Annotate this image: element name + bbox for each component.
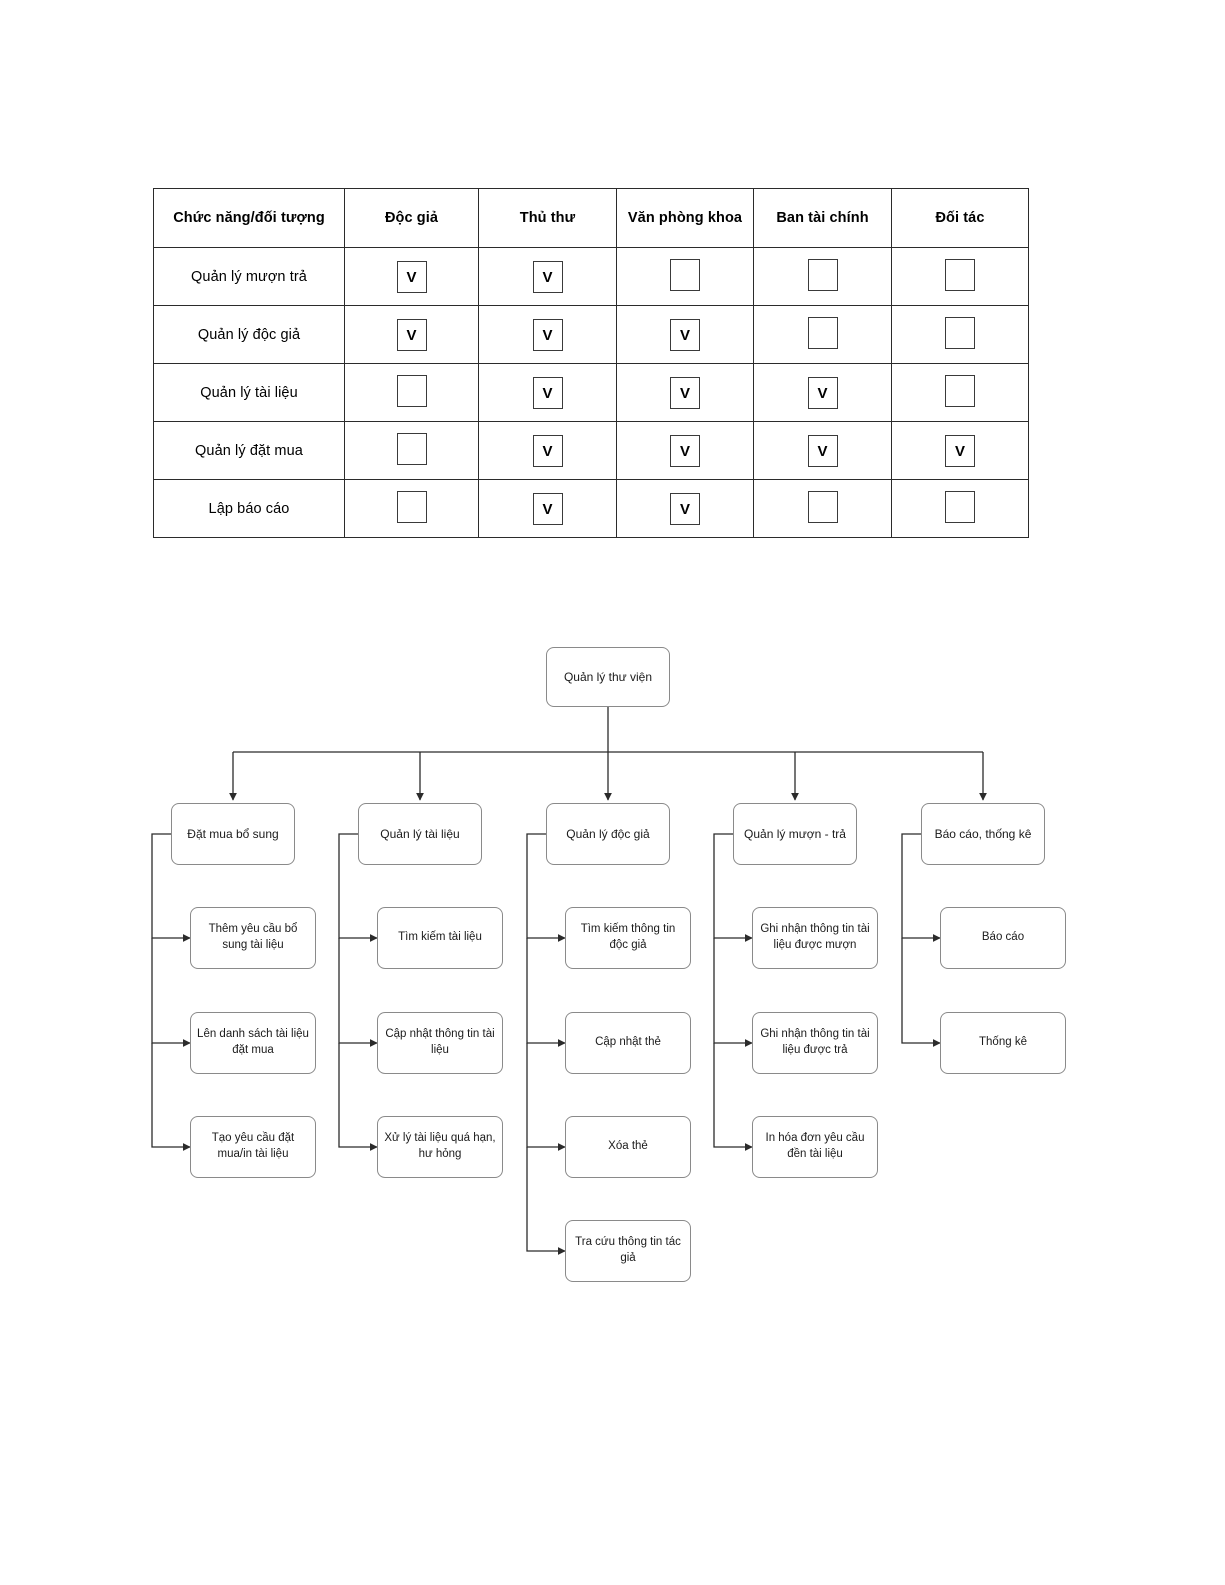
checkbox[interactable] xyxy=(396,374,427,407)
tree-node-leaf-cap-nhat-the[interactable]: Cập nhật thẻ xyxy=(565,1012,691,1074)
checkbox[interactable]: V xyxy=(532,260,563,293)
matrix-cell: V xyxy=(478,363,617,422)
matrix-cell xyxy=(891,363,1029,422)
checkbox[interactable] xyxy=(396,490,427,523)
matrix-cell: V xyxy=(753,421,892,480)
connector-branch4-child3 xyxy=(713,1043,753,1151)
checkbox[interactable]: V xyxy=(532,492,563,525)
connector-branch4-child2 xyxy=(713,938,753,1047)
checkbox[interactable]: V xyxy=(670,376,700,409)
table-row: Quản lý mượn trả V V xyxy=(153,247,1029,306)
matrix-cell: V xyxy=(616,421,754,480)
tree-node-leaf-ghi-nhan-tai-lieu-duoc-muon[interactable]: Ghi nhận thông tin tài liệu được mượn xyxy=(752,907,878,969)
column-header-van-phong-khoa: Văn phòng khoa xyxy=(616,188,754,248)
tree-node-leaf-in-hoa-don-yeu-cau-den[interactable]: In hóa đơn yêu cầu đền tài liệu xyxy=(752,1116,878,1178)
checkbox[interactable]: V xyxy=(396,318,427,351)
row-label: Quản lý độc giả xyxy=(153,305,345,364)
row-label: Lập báo cáo xyxy=(153,479,345,538)
tree-node-branch-quan-ly-doc-gia[interactable]: Quản lý độc giả xyxy=(546,803,670,865)
matrix-cell: V xyxy=(344,247,479,306)
connector-branch3-child3 xyxy=(526,1043,566,1151)
table-header-row: Chức năng/đối tượng Độc giả Thủ thư Văn … xyxy=(153,188,1029,248)
checkbox[interactable]: V xyxy=(670,492,700,525)
table-row: Quản lý đặt mua V V V V xyxy=(153,421,1029,480)
tree-node-leaf-bao-cao[interactable]: Báo cáo xyxy=(940,907,1066,969)
tree-node-branch-quan-ly-muon-tra[interactable]: Quản lý mượn - trả xyxy=(733,803,857,865)
connector-branch5-child2 xyxy=(901,938,941,1047)
function-actor-matrix-table: Chức năng/đối tượng Độc giả Thủ thư Văn … xyxy=(153,188,1029,538)
matrix-cell: V xyxy=(616,479,754,538)
checkbox[interactable] xyxy=(945,316,975,349)
connector-branch2-child3 xyxy=(338,1043,378,1151)
checkbox[interactable]: V xyxy=(532,318,563,351)
tree-node-leaf-cap-nhat-thong-tin-tai-lieu[interactable]: Cập nhật thông tin tài liệu xyxy=(377,1012,503,1074)
matrix-cell: V xyxy=(616,363,754,422)
tree-node-leaf-tim-kiem-tai-lieu[interactable]: Tìm kiếm tài liệu xyxy=(377,907,503,969)
checkbox[interactable]: V xyxy=(532,376,563,409)
table-row: Lập báo cáo V V xyxy=(153,479,1029,538)
column-header-function: Chức năng/đối tượng xyxy=(153,188,345,248)
checkbox[interactable] xyxy=(945,258,975,291)
connector-branch1-child2 xyxy=(151,938,191,1047)
table-row: Quản lý độc giả V V V xyxy=(153,305,1029,364)
matrix-cell: V xyxy=(478,479,617,538)
row-label: Quản lý đặt mua xyxy=(153,421,345,480)
row-label: Quản lý mượn trả xyxy=(153,247,345,306)
tree-node-branch-quan-ly-tai-lieu[interactable]: Quản lý tài liệu xyxy=(358,803,482,865)
tree-node-leaf-xoa-the[interactable]: Xóa thẻ xyxy=(565,1116,691,1178)
tree-node-leaf-ghi-nhan-tai-lieu-duoc-tra[interactable]: Ghi nhận thông tin tài liệu được trả xyxy=(752,1012,878,1074)
matrix-cell: V xyxy=(753,363,892,422)
matrix-cell: V xyxy=(616,305,754,364)
checkbox[interactable]: V xyxy=(396,260,427,293)
tree-node-leaf-thong-ke[interactable]: Thống kê xyxy=(940,1012,1066,1074)
matrix-cell xyxy=(616,247,754,306)
tree-node-leaf-len-danh-sach-dat-mua[interactable]: Lên danh sách tài liệu đặt mua xyxy=(190,1012,316,1074)
matrix-cell xyxy=(753,305,892,364)
matrix-cell xyxy=(891,479,1029,538)
checkbox[interactable]: V xyxy=(807,376,838,409)
connector-branch3-child4 xyxy=(526,1147,566,1255)
matrix-cell: V xyxy=(478,247,617,306)
checkbox[interactable] xyxy=(807,316,838,349)
table-row: Quản lý tài liệu V V V xyxy=(153,363,1029,422)
column-header-thu-thu: Thủ thư xyxy=(478,188,617,248)
tree-node-branch-dat-mua-bo-sung[interactable]: Đặt mua bổ sung xyxy=(171,803,295,865)
row-label: Quản lý tài liệu xyxy=(153,363,345,422)
tree-node-leaf-tao-yeu-cau-dat-mua[interactable]: Tạo yêu cầu đặt mua/in tài liệu xyxy=(190,1116,316,1178)
checkbox[interactable]: V xyxy=(670,318,700,351)
column-header-ban-tai-chinh: Ban tài chính xyxy=(753,188,892,248)
column-header-doi-tac: Đối tác xyxy=(891,188,1029,248)
matrix-cell xyxy=(891,247,1029,306)
tree-node-leaf-them-yeu-cau-bo-sung[interactable]: Thêm yêu cầu bổ sung tài liệu xyxy=(190,907,316,969)
matrix-cell: V xyxy=(478,305,617,364)
matrix-cell: V xyxy=(478,421,617,480)
checkbox[interactable]: V xyxy=(945,434,975,467)
matrix-cell: V xyxy=(891,421,1029,480)
checkbox[interactable] xyxy=(396,432,427,465)
checkbox[interactable] xyxy=(807,258,838,291)
connector-branch2-child2 xyxy=(338,938,378,1047)
connector-branch3-child2 xyxy=(526,938,566,1047)
matrix-cell: V xyxy=(344,305,479,364)
tree-node-branch-bao-cao-thong-ke[interactable]: Báo cáo, thống kê xyxy=(921,803,1045,865)
matrix-cell xyxy=(753,479,892,538)
matrix-cell xyxy=(344,421,479,480)
tree-node-root[interactable]: Quản lý thư viện xyxy=(546,647,670,707)
checkbox[interactable] xyxy=(807,490,838,523)
checkbox[interactable] xyxy=(945,490,975,523)
checkbox[interactable]: V xyxy=(807,434,838,467)
checkbox[interactable] xyxy=(670,258,700,291)
tree-node-leaf-tim-kiem-thong-tin-doc-gia[interactable]: Tìm kiếm thông tin độc giả xyxy=(565,907,691,969)
matrix-cell xyxy=(344,479,479,538)
connector-branch1-child3 xyxy=(151,1043,191,1151)
tree-node-leaf-tra-cuu-thong-tin-tac-gia[interactable]: Tra cứu thông tin tác giả xyxy=(565,1220,691,1282)
checkbox[interactable] xyxy=(945,374,975,407)
matrix-cell xyxy=(891,305,1029,364)
checkbox[interactable]: V xyxy=(670,434,700,467)
column-header-doc-gia: Độc giả xyxy=(344,188,479,248)
tree-node-leaf-xu-ly-tai-lieu-qua-han[interactable]: Xử lý tài liệu quá hạn, hư hỏng xyxy=(377,1116,503,1178)
matrix-cell xyxy=(344,363,479,422)
checkbox[interactable]: V xyxy=(532,434,563,467)
matrix-cell xyxy=(753,247,892,306)
